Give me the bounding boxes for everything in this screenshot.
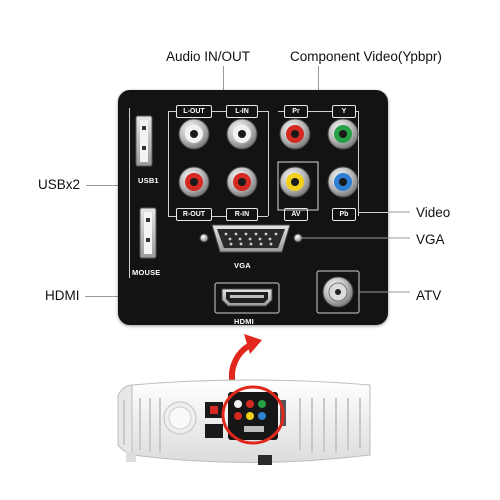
usb-callout: USBx2 (38, 177, 81, 192)
rca-y-jack (327, 118, 359, 150)
label-av: AV (284, 208, 308, 221)
label-l-in: L-IN (226, 105, 258, 118)
hdmi-port (214, 282, 280, 314)
panel-ports (135, 115, 410, 314)
rca-l-out-jack (178, 118, 210, 150)
usb-leader (86, 185, 126, 186)
component-video-callout: Component Video(Ypbpr) (290, 49, 442, 64)
label-y: Y (332, 105, 356, 118)
rca-r-out-jack (178, 166, 210, 198)
rca-av-jack (279, 166, 311, 198)
projector-back-panel: L-OUT L-IN R-OUT R-IN Pr Y AV Pb USB1 MO… (118, 90, 410, 326)
audio-left-border (168, 111, 169, 216)
rca-pr-jack (279, 118, 311, 150)
usb-border (129, 108, 130, 278)
label-mouse: MOUSE (132, 268, 161, 277)
av-box-outline (277, 161, 319, 211)
label-vga: VGA (234, 261, 251, 270)
atv-coax-port (316, 270, 360, 314)
audio-bottom-border (168, 216, 268, 217)
highlight-circle (221, 385, 285, 445)
label-usb1: USB1 (138, 176, 159, 185)
vga-port (199, 224, 303, 253)
component-top-border (278, 111, 358, 112)
rca-l-in-jack (226, 118, 258, 150)
audio-in-out-callout: Audio IN/OUT (166, 49, 251, 64)
usb1-port (135, 115, 153, 167)
atv-callout: ATV (416, 288, 442, 303)
label-r-in: R-IN (226, 208, 258, 221)
video-leader-inner (358, 212, 388, 213)
vga-callout: VGA (416, 232, 445, 247)
label-pb: Pb (332, 208, 356, 221)
label-l-out: L-OUT (176, 105, 212, 118)
audio-leader (223, 66, 224, 96)
component-right-border (358, 111, 359, 216)
audio-right-border (268, 111, 269, 216)
audio-top-border (168, 111, 268, 112)
mouse-usb-port (139, 207, 157, 259)
hdmi-callout: HDMI (45, 288, 80, 303)
label-r-out: R-OUT (176, 208, 212, 221)
rca-pb-jack (327, 166, 359, 198)
rca-r-in-jack (226, 166, 258, 198)
video-callout: Video (416, 205, 451, 220)
component-leader (318, 66, 319, 96)
label-hdmi: HDMI (234, 317, 254, 326)
label-pr: Pr (284, 105, 308, 118)
